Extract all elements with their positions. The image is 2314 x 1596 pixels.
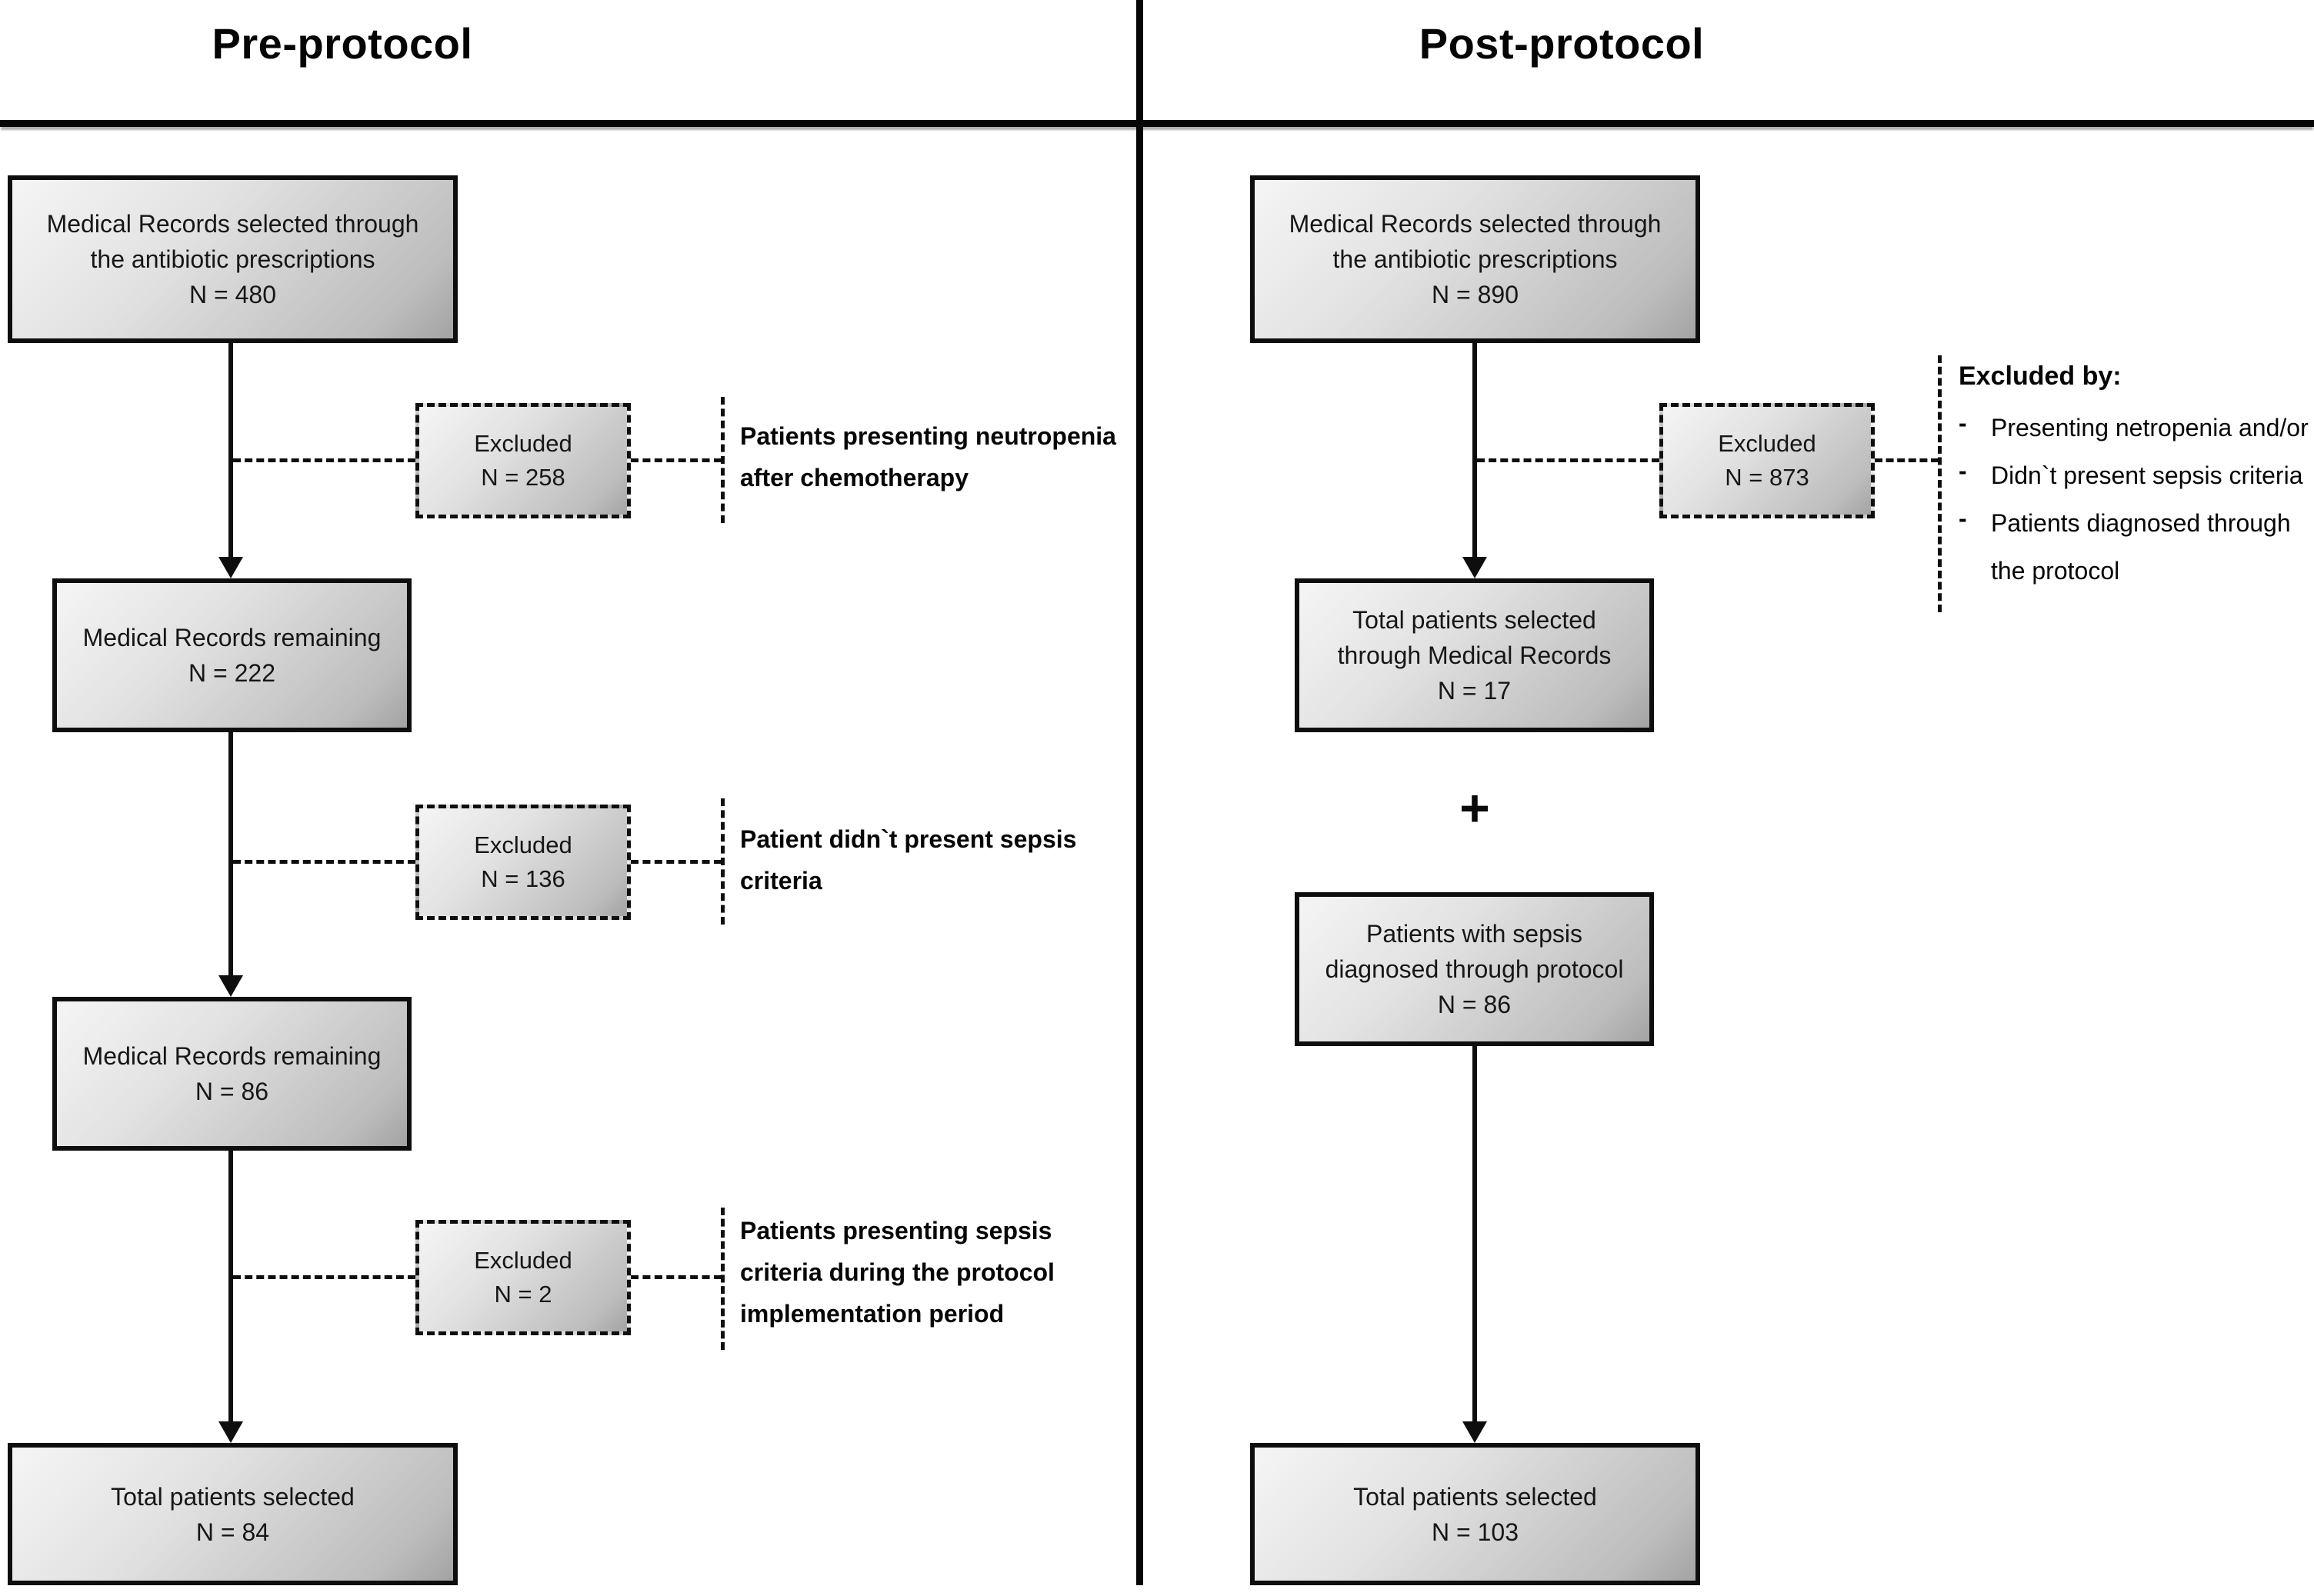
- post-flow-arrowhead-1: [1462, 557, 1487, 578]
- box-text-line: N = 890: [1432, 281, 1519, 308]
- box-text-line: Medical Records selected through: [46, 210, 419, 238]
- box-text-line: Medical Records selected through: [1289, 210, 1662, 238]
- bullet-dash: -: [1959, 505, 1967, 532]
- box-text-line: Medical Records remaining: [82, 1042, 382, 1070]
- pre-excluded-connector-2b: [631, 860, 722, 864]
- box-text-line: Total patients selected: [1353, 1482, 1597, 1511]
- box-text-line: N = 258: [481, 464, 565, 491]
- pre-flow-line-1: [228, 343, 233, 558]
- box-text-line: Excluded: [474, 430, 572, 457]
- excluded-by-item: - Patients diagnosed through the protoco…: [1959, 499, 2314, 595]
- box-text-line: through Medical Records: [1337, 641, 1612, 669]
- pre-remaining-box-1: Medical Records remaining N = 222: [52, 578, 412, 732]
- post-excluded-by-separator: [1938, 355, 1942, 612]
- box-text-line: Excluded: [474, 1247, 572, 1274]
- box-text-line: Total patients selected: [1352, 606, 1596, 634]
- reason-text-line: implementation period: [740, 1300, 1005, 1328]
- post-flow-line-1: [1472, 343, 1477, 558]
- pre-excluded-box-3: Excluded N = 2: [415, 1220, 631, 1335]
- box-text-line: N = 103: [1432, 1518, 1519, 1546]
- box-text-line: the antibiotic prescriptions: [90, 245, 375, 273]
- reason-text-line: after chemotherapy: [740, 464, 969, 491]
- pre-protocol-title: Pre-protocol: [212, 19, 473, 68]
- post-excluded-box: Excluded N = 873: [1659, 403, 1875, 518]
- box-text-line: N = 86: [195, 1078, 269, 1105]
- pre-excluded-connector-1b: [631, 458, 722, 462]
- pre-excluded-connector-2a: [233, 860, 415, 864]
- column-divider-line: [1136, 0, 1143, 1585]
- reason-text-line: criteria during the protocol: [740, 1258, 1055, 1286]
- box-text-line: the antibiotic prescriptions: [1332, 245, 1618, 273]
- box-text-line: N = 2: [494, 1281, 552, 1308]
- excluded-by-item-text: Patients diagnosed through the protocol: [1991, 499, 2291, 595]
- excluded-by-item-line: the protocol: [1991, 557, 2120, 585]
- box-text-line: Patients with sepsis: [1365, 920, 1582, 948]
- post-flow-arrowhead-2: [1462, 1421, 1487, 1443]
- pre-excluded-reason-1: Patients presenting neutropenia after ch…: [740, 415, 1116, 498]
- pre-excluded-connector-3a: [233, 1275, 415, 1279]
- pre-excluded-box-2: Excluded N = 136: [415, 805, 631, 920]
- box-text-line: Total patients selected: [111, 1482, 355, 1511]
- pre-excluded-box-1: Excluded N = 258: [415, 403, 631, 518]
- reason-text-line: Patients presenting neutropenia: [740, 422, 1116, 450]
- post-total-box: Total patients selected N = 103: [1250, 1443, 1700, 1585]
- pre-flow-arrowhead-1: [218, 557, 243, 578]
- box-text-line: Excluded: [474, 831, 572, 858]
- box-text-line: N = 136: [481, 865, 565, 892]
- excluded-by-item-line: Patients diagnosed through: [1991, 509, 2291, 537]
- bullet-dash: -: [1959, 457, 1967, 485]
- excluded-by-title: Excluded by:: [1959, 362, 2122, 391]
- pre-reason-separator-2: [721, 798, 725, 925]
- pre-flow-arrowhead-2: [218, 975, 243, 997]
- pre-flow-line-3: [228, 1151, 233, 1423]
- reason-text-line: Patients presenting sepsis: [740, 1217, 1052, 1244]
- bullet-dash: -: [1959, 409, 1967, 437]
- post-excluded-by-note: Excluded by: - Presenting netropenia and…: [1959, 355, 2314, 595]
- excluded-by-item: - Didn`t present sepsis criteria: [1959, 451, 2314, 499]
- pre-flow-arrowhead-3: [218, 1421, 243, 1443]
- reason-text-line: criteria: [740, 867, 822, 895]
- pre-reason-separator-3: [721, 1208, 725, 1350]
- reason-text-line: Patient didn`t present sepsis: [740, 825, 1077, 853]
- box-text-line: N = 480: [189, 281, 276, 308]
- pre-excluded-reason-3: Patients presenting sepsis criteria duri…: [740, 1210, 1055, 1334]
- post-source-box: Medical Records selected through the ant…: [1250, 175, 1700, 343]
- post-excluded-connector-b: [1875, 458, 1939, 462]
- post-excluded-connector-a: [1477, 458, 1659, 462]
- box-text-line: Medical Records remaining: [82, 624, 382, 651]
- pre-total-box: Total patients selected N = 84: [8, 1443, 458, 1585]
- box-text-line: N = 873: [1725, 464, 1809, 491]
- box-text-line: N = 86: [1437, 991, 1512, 1018]
- pre-excluded-connector-1a: [233, 458, 415, 462]
- pre-flow-line-2: [228, 732, 233, 977]
- post-flow-line-2: [1472, 1046, 1477, 1423]
- header-divider-line: [0, 120, 2314, 127]
- pre-reason-separator-1: [721, 397, 725, 523]
- excluded-by-item-text: Didn`t present sepsis criteria: [1991, 461, 2303, 489]
- box-text-line: Excluded: [1718, 430, 1816, 457]
- post-protocol-title: Post-protocol: [1419, 19, 1705, 68]
- pre-excluded-reason-2: Patient didn`t present sepsis criteria: [740, 818, 1076, 901]
- box-text-line: N = 222: [188, 659, 275, 687]
- box-text-line: N = 84: [195, 1518, 270, 1546]
- excluded-by-item-text: Presenting netropenia and/or: [1991, 414, 2309, 441]
- post-selected-records-box: Total patients selected through Medical …: [1295, 578, 1654, 732]
- post-protocol-box: Patients with sepsis diagnosed through p…: [1295, 892, 1654, 1046]
- box-text-line: diagnosed through protocol: [1325, 955, 1624, 983]
- plus-sign: +: [1459, 779, 1490, 838]
- pre-excluded-connector-3b: [631, 1275, 722, 1279]
- pre-source-box: Medical Records selected through the ant…: [8, 175, 458, 343]
- excluded-by-item: - Presenting netropenia and/or: [1959, 404, 2314, 451]
- box-text-line: N = 17: [1437, 677, 1512, 705]
- pre-remaining-box-2: Medical Records remaining N = 86: [52, 997, 412, 1151]
